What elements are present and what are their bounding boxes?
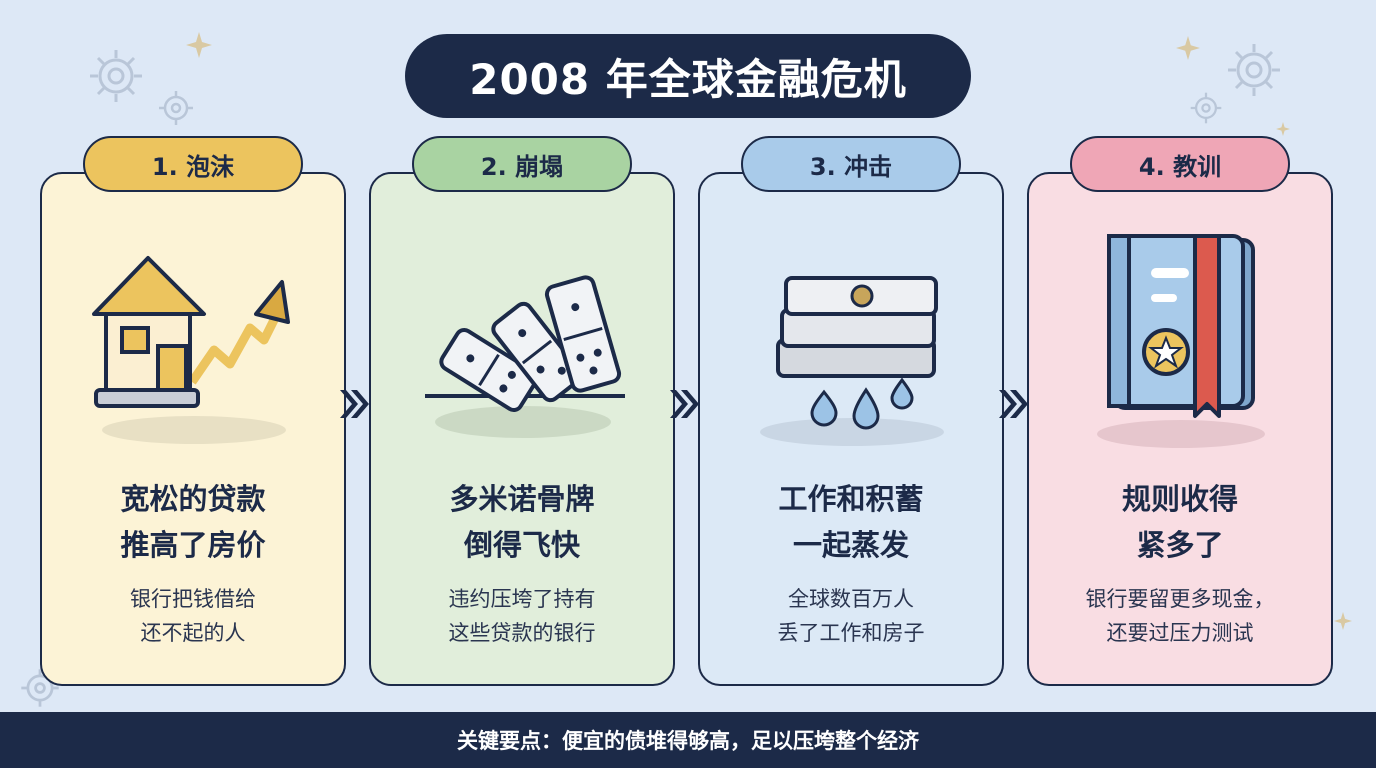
rulebook-icon xyxy=(1097,234,1265,448)
step-description: 银行把钱借给 还不起的人 xyxy=(130,587,256,645)
gear-icon xyxy=(159,91,193,125)
chevron-right-icon xyxy=(670,390,699,418)
tab-collapse: 2. 崩塌 xyxy=(412,136,632,192)
sparkle-icon xyxy=(186,32,212,58)
key-takeaway-banner: 关键要点：便宜的债堆得够高，足以压垮整个经济 xyxy=(0,712,1376,768)
melting-savings-icon xyxy=(760,276,944,446)
step-heading: 宽松的贷款 推高了房价 xyxy=(120,482,266,562)
step-heading: 工作和积蓄 一起蒸发 xyxy=(778,482,924,562)
step-card-bubble: 宽松的贷款 推高了房价 银行把钱借给 还不起的人 xyxy=(40,172,346,686)
step-card-lesson: 规则收得 紧多了 银行要留更多现金， 还要过压力测试 xyxy=(1027,172,1333,686)
tab-bubble: 1. 泡沫 xyxy=(83,136,303,192)
chevron-right-icon xyxy=(340,390,369,418)
step-heading: 规则收得 紧多了 xyxy=(1121,482,1238,562)
sparkle-icon xyxy=(1176,36,1200,60)
step-description: 银行要留更多现金， 还要过压力测试 xyxy=(1085,587,1275,645)
step-heading: 多米诺骨牌 倒得飞快 xyxy=(449,482,595,562)
gear-icon xyxy=(90,50,142,102)
sparkle-icon xyxy=(1276,122,1290,136)
house-rising-arrow-icon xyxy=(92,256,290,444)
gear-icon xyxy=(1228,44,1280,96)
tab-impact: 3. 冲击 xyxy=(741,136,961,192)
chevron-right-icon xyxy=(999,390,1028,418)
gear-icon xyxy=(1190,92,1222,124)
sparkle-icon xyxy=(1334,612,1352,630)
step-description: 违约压垮了持有 这些贷款的银行 xyxy=(448,587,596,645)
falling-dominoes-icon xyxy=(425,275,625,438)
gear-icon xyxy=(21,669,59,707)
page-title: 2008 年全球金融危机 xyxy=(405,34,971,118)
tab-lesson: 4. 教训 xyxy=(1070,136,1290,192)
step-card-collapse: 多米诺骨牌 倒得飞快 违约压垮了持有 这些贷款的银行 xyxy=(369,172,675,686)
step-description: 全球数百万人 丢了工作和房子 xyxy=(777,587,925,645)
step-card-impact: 工作和积蓄 一起蒸发 全球数百万人 丢了工作和房子 xyxy=(698,172,1004,686)
